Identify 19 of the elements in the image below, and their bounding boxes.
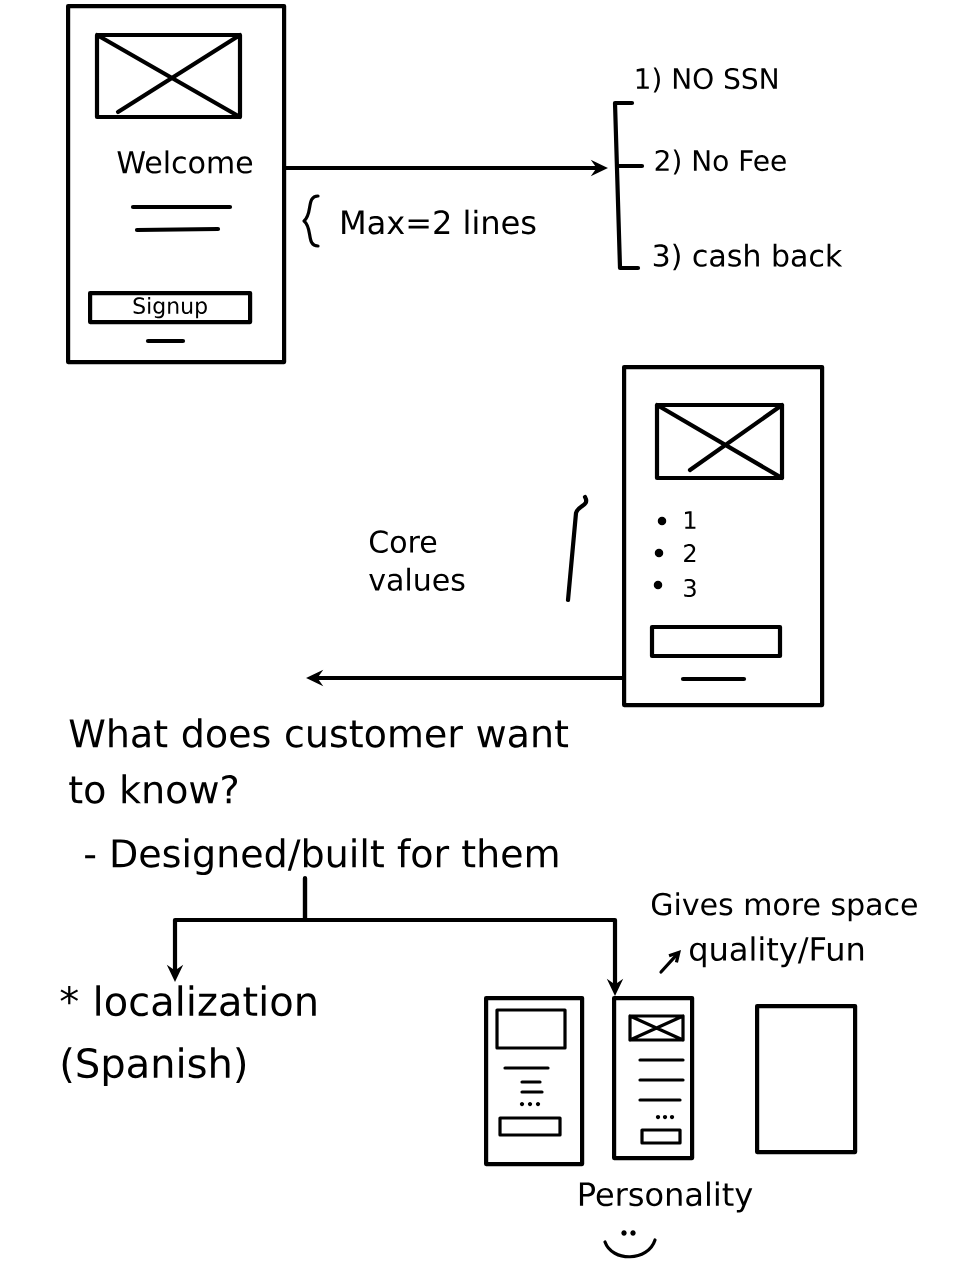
list-number: 1 [685, 511, 696, 529]
list-number: 3 [684, 578, 696, 598]
list-item: 3) cash back [653, 243, 843, 271]
annotation: quality/Fun [690, 936, 864, 968]
note-text: - Designed/built for them [85, 838, 558, 876]
signup-button: Signup [88, 291, 253, 325]
question-text: What does customer want to know? [69, 718, 569, 804]
list-item: 2) No Fee [655, 149, 786, 175]
screen-thumbnail [612, 996, 695, 1161]
screen-thumbnail [484, 996, 585, 1167]
annotation: Core values [369, 530, 465, 591]
list-item: 1) NO SSN [636, 67, 777, 93]
heading: Welcome [117, 150, 253, 174]
note-text: * localization (Spanish) [60, 985, 316, 1086]
annotation: Max=2 lines [342, 209, 536, 235]
caption: Personality [579, 1181, 753, 1213]
annotation: Gives more space [651, 892, 917, 922]
blank-screen [755, 1004, 858, 1155]
list-number: 2 [684, 544, 696, 562]
